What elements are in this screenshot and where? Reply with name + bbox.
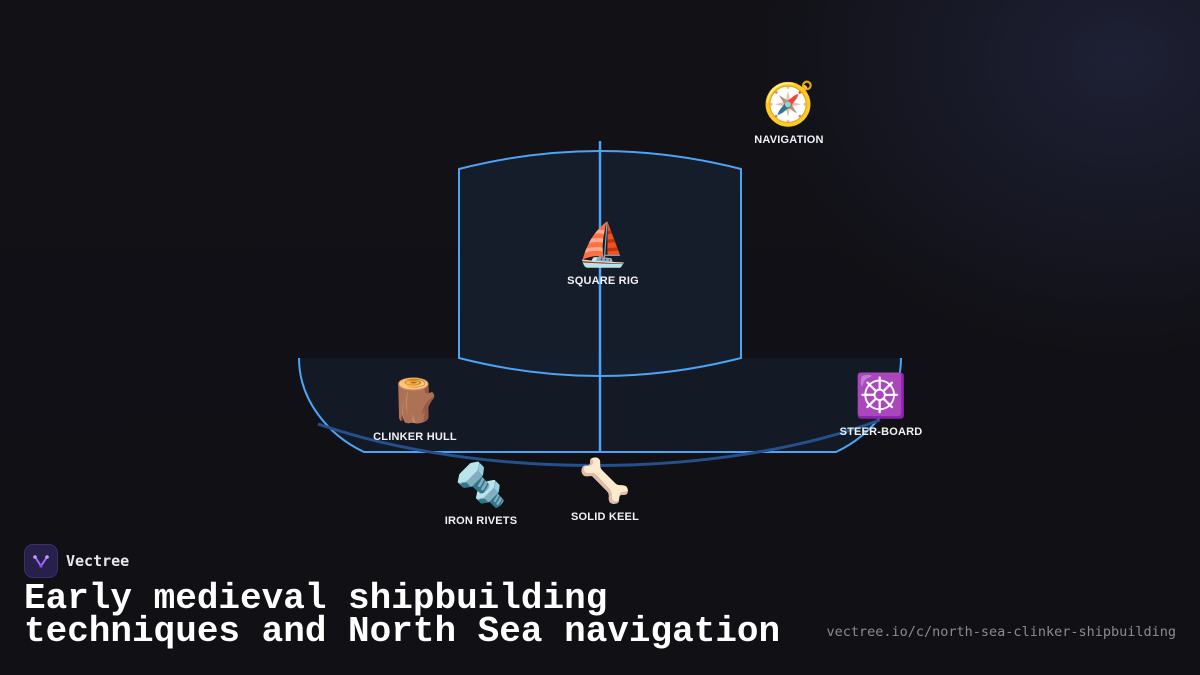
vectree-logo-icon xyxy=(24,544,58,578)
ship-wheel-icon: ☸️ xyxy=(854,371,908,420)
title-line-2: techniques and North Sea navigation xyxy=(24,611,781,652)
nut-and-bolt-icon: 🔩 xyxy=(454,460,508,509)
node-iron-rivets: 🔩 IRON RIVETS xyxy=(444,460,518,528)
node-solid-keel: 🦴 SOLID KEEL xyxy=(570,456,640,524)
node-label: STEER-BOARD xyxy=(839,426,923,438)
node-navigation: 🧭 NAVIGATION xyxy=(754,79,824,147)
node-label: SOLID KEEL xyxy=(570,511,640,523)
node-label: SQUARE RIG xyxy=(567,275,639,287)
node-label: IRON RIVETS xyxy=(444,515,518,527)
wood-log-icon: 🪵 xyxy=(388,376,442,425)
bone-icon: 🦴 xyxy=(578,456,632,505)
compass-icon: 🧭 xyxy=(762,79,816,128)
node-square-rig: ⛵ SQUARE RIG xyxy=(567,220,639,288)
node-steer-board: ☸️ STEER-BOARD xyxy=(839,371,923,439)
keel-curve xyxy=(317,418,881,467)
node-label: CLINKER HULL xyxy=(373,431,457,443)
sailboat-icon: ⛵ xyxy=(576,220,630,269)
brand-name: Vectree xyxy=(66,552,130,570)
node-clinker-hull: 🪵 CLINKER HULL xyxy=(373,376,457,444)
brand[interactable]: Vectree xyxy=(24,544,129,578)
node-label: NAVIGATION xyxy=(754,134,824,146)
title-line-1: Early medieval shipbuilding xyxy=(24,578,608,619)
source-url-link[interactable]: vectree.io/c/north-sea-clinker-shipbuild… xyxy=(826,624,1177,640)
page-title: Early medieval shipbuilding techniques a… xyxy=(24,578,781,652)
